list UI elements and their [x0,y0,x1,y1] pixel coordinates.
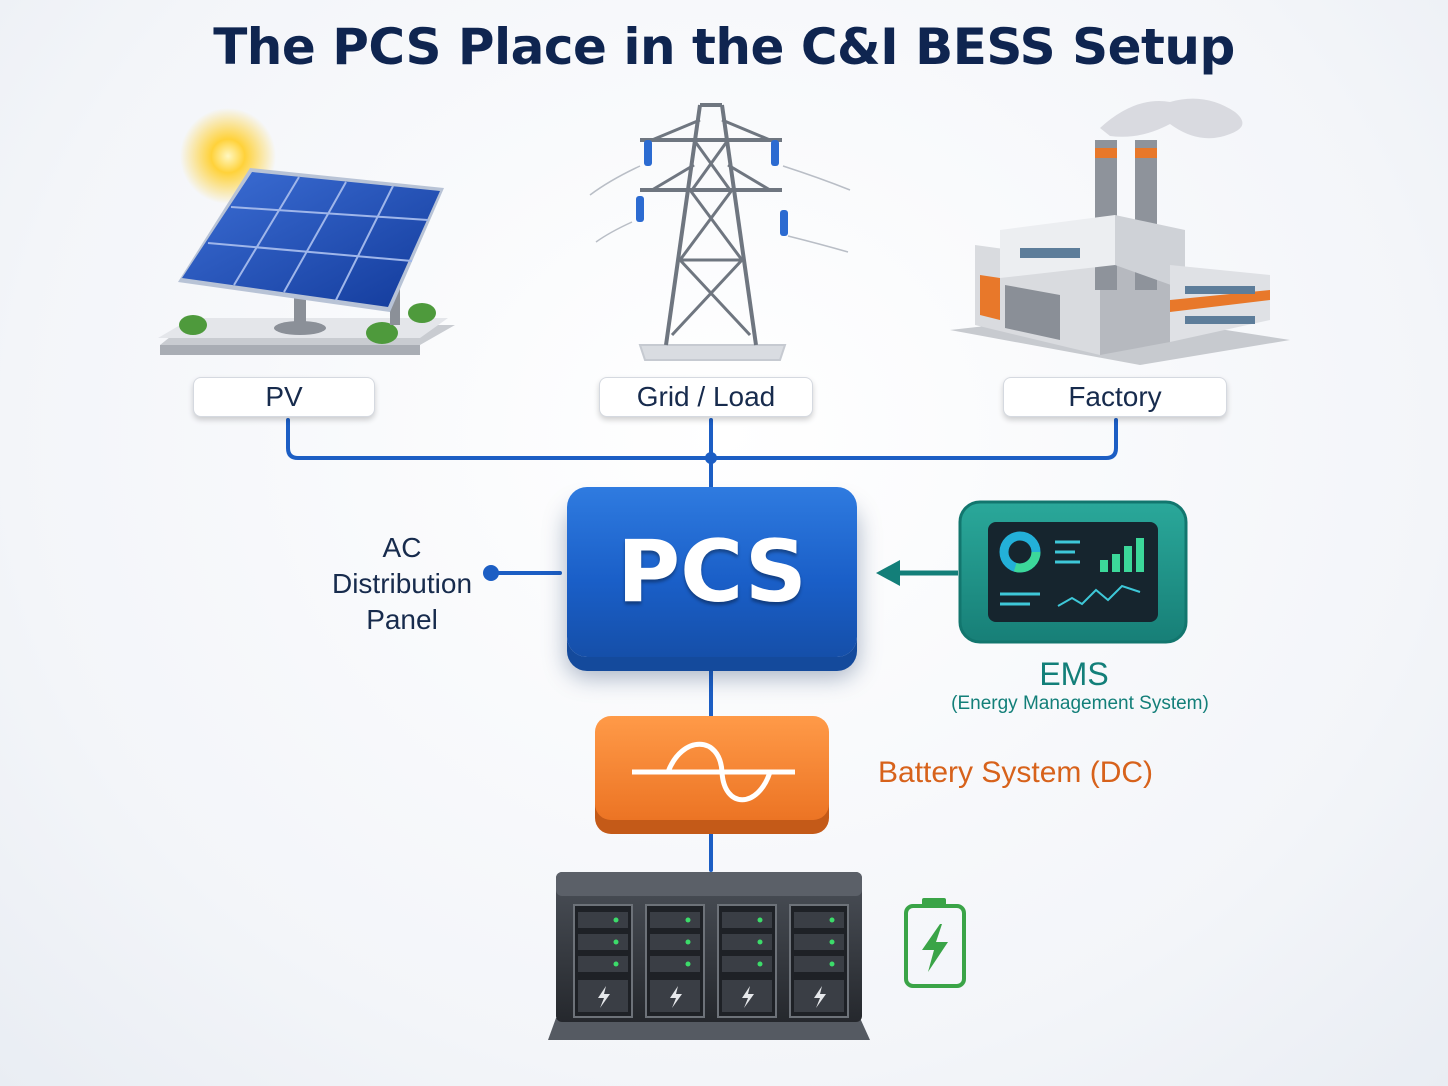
battery-cabinet-icon [548,872,870,1040]
ac-distribution-panel-label: AC Distribution Panel [322,530,482,638]
battery-system-label: Battery System (DC) [878,756,1154,789]
ems-sublabel: (Energy Management System) [951,693,1209,714]
ems-label: EMS [1039,656,1109,692]
transmission-tower-icon [589,103,851,361]
battery-charge-icon [904,898,966,988]
ems-monitor-icon [958,500,1188,644]
pcs-block: PCS [567,487,857,657]
pv-label-text: PV [265,381,303,412]
solar-panel-icon [158,108,455,355]
inverter-icon [595,716,829,834]
factory-label: Factory [1003,377,1227,417]
ac-label-line-2: Distribution [331,568,473,599]
ac-label-line-1: AC [382,532,422,563]
diagram-title: The PCS Place in the C&I BESS Setup [213,18,1235,76]
factory-label-text: Factory [1068,381,1162,412]
factory-icon [950,98,1290,365]
bus-junction [705,452,717,464]
pcs-label: PCS [617,522,807,622]
ac-label-line-3: Panel [366,604,438,635]
pv-label: PV [193,377,375,417]
ems-arrow-icon [876,560,958,586]
grid-load-label: Grid / Load [599,377,813,417]
ac-panel-connector [483,565,499,581]
grid-load-label-text: Grid / Load [636,381,776,412]
